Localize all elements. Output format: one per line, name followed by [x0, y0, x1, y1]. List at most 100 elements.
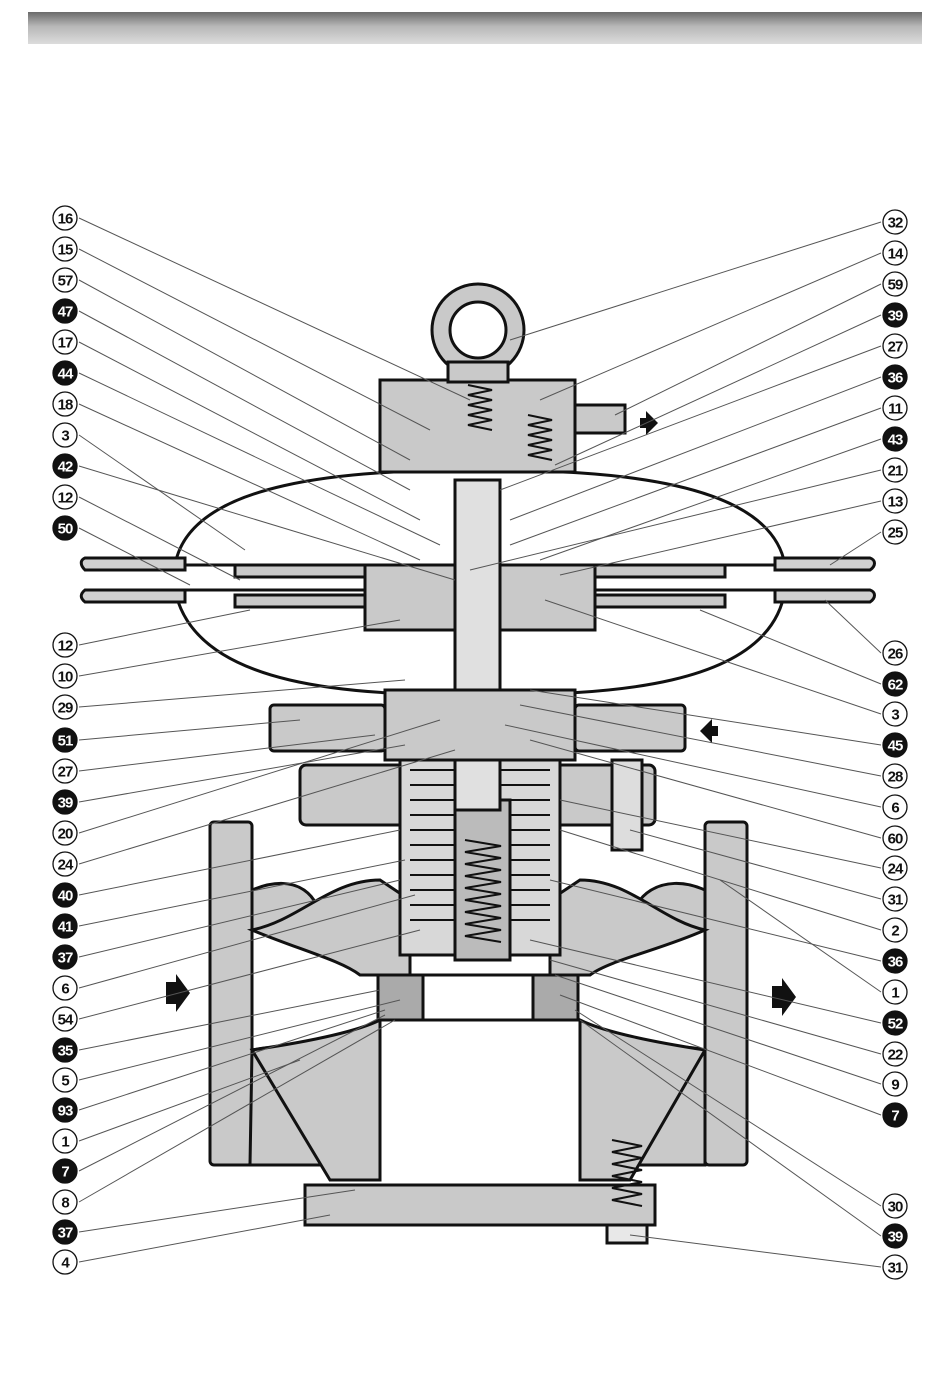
- callout-number: 10: [58, 669, 73, 686]
- callout-57: 57: [52, 267, 78, 293]
- callout-number: 12: [58, 490, 73, 507]
- callout-circle: [52, 1158, 78, 1184]
- callout-number: 24: [58, 857, 74, 874]
- callout-51: 51: [52, 727, 78, 753]
- callout-number: 30: [888, 1199, 903, 1216]
- callout-28: 28: [882, 763, 908, 789]
- callout-number: 52: [888, 1016, 903, 1033]
- callout-number: 45: [888, 738, 903, 755]
- leader-line: [469, 469, 882, 571]
- leader-line: [499, 345, 882, 491]
- callout-29: 29: [52, 694, 78, 720]
- callout-number: 1: [61, 1134, 69, 1151]
- callout-circle: [882, 364, 908, 390]
- callout-circle: [882, 1010, 908, 1036]
- callout-circle: [882, 671, 908, 697]
- callout-circle: [882, 519, 908, 545]
- callout-number: 6: [891, 800, 899, 817]
- callout-36: 36: [882, 364, 908, 390]
- callout-37: 37: [52, 1219, 78, 1245]
- callout-circle: [52, 789, 78, 815]
- callout-circle: [882, 1071, 908, 1097]
- callout-12: 12: [52, 484, 78, 510]
- callout-number: 26: [888, 646, 903, 663]
- callout-1: 1: [882, 979, 908, 1005]
- callout-circle: [52, 329, 78, 355]
- callout-36: 36: [882, 948, 908, 974]
- leader-line: [78, 248, 431, 431]
- seat-ring-left: [376, 973, 425, 1022]
- callout-7: 7: [882, 1102, 908, 1128]
- callout-circle: [52, 758, 78, 784]
- callout-number: 37: [58, 1225, 73, 1242]
- valve-body: [208, 743, 749, 1245]
- callout-number: 5: [61, 1073, 69, 1090]
- callout-number: 2: [891, 923, 899, 940]
- leader-line: [509, 407, 882, 546]
- callout-31: 31: [882, 886, 908, 912]
- leader-line: [78, 744, 406, 803]
- callout-circle: [52, 484, 78, 510]
- leader-line: [78, 929, 421, 1020]
- leader-line: [78, 217, 471, 401]
- leader-lines: [78, 217, 882, 1268]
- callout-number: 7: [61, 1164, 69, 1181]
- top-spring: [467, 384, 553, 461]
- callout-circle: [882, 209, 908, 235]
- left-pilot-fitting: [268, 703, 387, 753]
- leader-line: [78, 894, 416, 989]
- callout-2: 2: [882, 917, 908, 943]
- callout-45: 45: [882, 732, 908, 758]
- callout-8: 8: [52, 1189, 78, 1215]
- lifting-eye-base: [446, 360, 510, 384]
- callout-number: 31: [888, 1260, 903, 1277]
- callout-32: 32: [882, 209, 908, 235]
- leader-line: [509, 221, 882, 341]
- leader-line: [519, 704, 882, 777]
- callout-circle: [882, 979, 908, 1005]
- leader-line: [78, 496, 241, 581]
- left-inlet-flange: [208, 820, 254, 1167]
- callout-47: 47: [52, 298, 78, 324]
- leader-line: [78, 403, 421, 561]
- callout-circle: [52, 515, 78, 541]
- callout-number: 18: [58, 397, 73, 414]
- leader-line: [529, 939, 882, 1024]
- callout-number: 51: [58, 733, 73, 750]
- callout-number: 50: [58, 521, 73, 538]
- leader-line: [78, 1014, 386, 1172]
- leader-line: [78, 609, 251, 646]
- callout-circle: [52, 727, 78, 753]
- leader-line: [78, 341, 421, 521]
- callout-circle: [882, 917, 908, 943]
- outlet-flow-arrow-icon: [772, 978, 796, 1016]
- callouts: 1615574717441834212501210295127392024404…: [52, 205, 908, 1280]
- leader-line: [509, 376, 882, 521]
- callout-number: 59: [888, 277, 903, 294]
- callout-37: 37: [52, 944, 78, 970]
- callout-number: 27: [888, 339, 903, 356]
- callout-18: 18: [52, 391, 78, 417]
- leader-line: [529, 739, 882, 839]
- callout-15: 15: [52, 236, 78, 262]
- leader-line: [614, 283, 882, 416]
- callout-13: 13: [882, 488, 908, 514]
- callout-circle: [52, 267, 78, 293]
- leader-line: [554, 314, 882, 466]
- callout-circle: [882, 1193, 908, 1219]
- callout-12: 12: [52, 632, 78, 658]
- callout-circle: [882, 333, 908, 359]
- control-line-arrow-icon: [640, 411, 658, 435]
- center-block: [383, 688, 577, 762]
- callout-number: 44: [58, 366, 74, 383]
- callout-circle: [52, 1006, 78, 1032]
- leader-line: [539, 438, 882, 561]
- callout-number: 22: [888, 1047, 903, 1064]
- callout-30: 30: [882, 1193, 908, 1219]
- sensing-line-arrow-icon: [700, 719, 718, 743]
- leader-line: [78, 679, 406, 708]
- callout-circle: [52, 913, 78, 939]
- stem-spring: [464, 839, 502, 943]
- callout-21: 21: [882, 457, 908, 483]
